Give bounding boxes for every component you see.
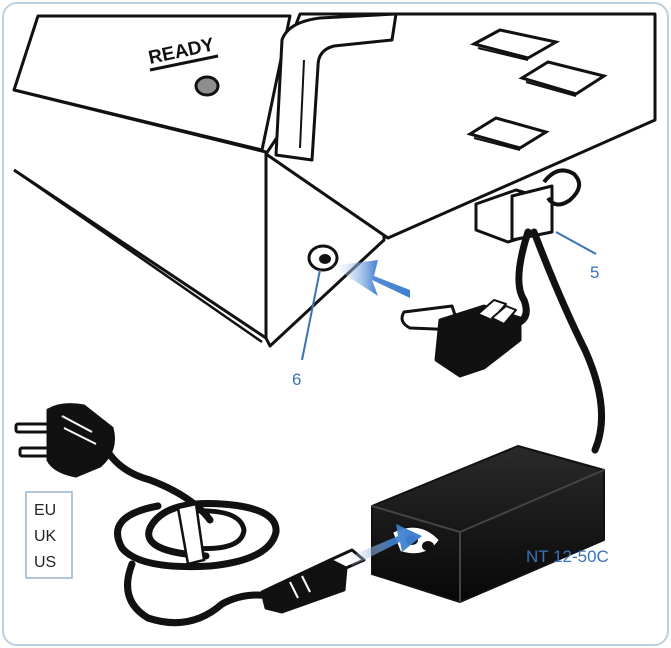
callout-5: 5	[555, 231, 599, 282]
callout-6: 6	[292, 269, 321, 389]
callout-number-6: 6	[292, 370, 301, 389]
socket-insert-arrow	[332, 260, 410, 298]
ready-led	[194, 75, 220, 97]
region-uk: UK	[34, 528, 57, 545]
region-us: US	[34, 554, 56, 571]
cables	[515, 228, 606, 454]
power-supply-model-label: NT 12-50C	[526, 547, 609, 566]
inlet-insert-arrow	[346, 524, 422, 566]
dc-socket	[307, 244, 339, 272]
power-supply-block	[371, 445, 605, 603]
cable-strap	[176, 502, 206, 566]
callout-number-5: 5	[590, 263, 599, 282]
plug-region-box: EU UK US	[25, 491, 73, 579]
cable-clip	[474, 168, 582, 244]
dc-plug	[400, 299, 522, 378]
region-eu: EU	[34, 502, 56, 519]
tray-slots	[466, 28, 608, 151]
mains-plug	[14, 403, 115, 478]
